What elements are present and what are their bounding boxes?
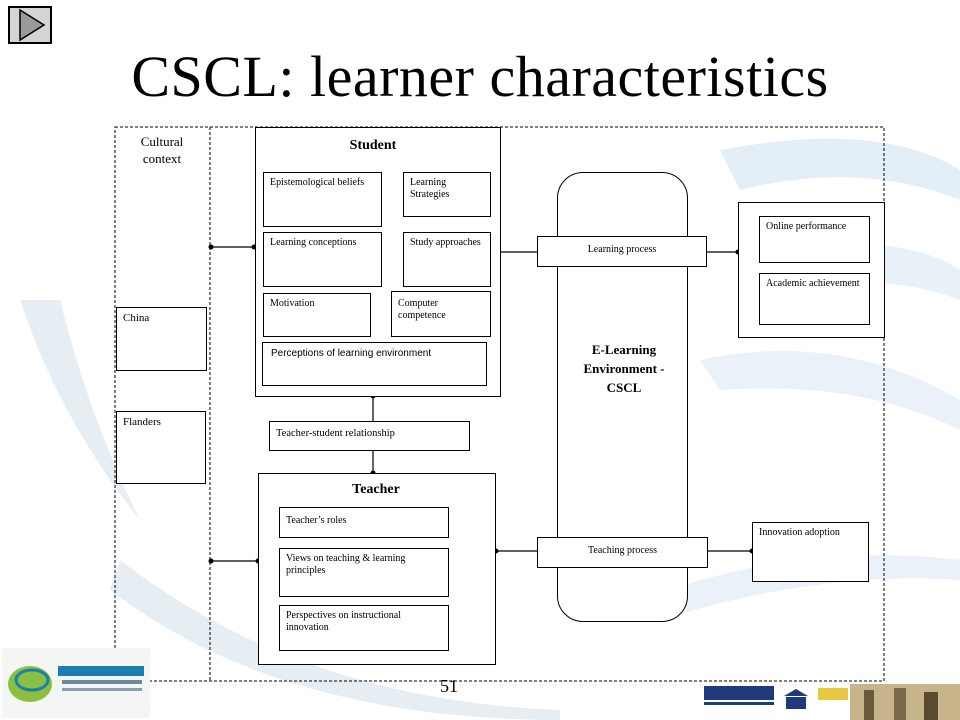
student-item: Learning Strategies: [403, 172, 491, 217]
country-flanders: Flanders: [116, 411, 206, 484]
teacher-student-relationship: Teacher-student relationship: [269, 421, 470, 451]
teacher-item: Views on teaching & learning principles: [279, 548, 449, 597]
student-title: Student: [349, 138, 397, 153]
country-china: China: [116, 307, 207, 371]
student-item: Epistemological beliefs: [263, 172, 382, 227]
slide-title: CSCL: learner characteristics: [131, 44, 829, 109]
student-item: Study approaches: [403, 232, 491, 287]
student-item: Learning conceptions: [263, 232, 382, 287]
page-number: 51: [440, 676, 458, 696]
teacher-item: Teacher’s roles: [279, 507, 449, 538]
cultural-context-label: Cultural context: [140, 134, 184, 166]
outcome-item: Academic achievement: [759, 273, 870, 325]
teacher-item: Perspectives on instructional innovation: [279, 605, 449, 651]
student-item: Motivation: [263, 293, 371, 337]
teacher-title: Teacher: [352, 482, 400, 497]
innovation-adoption: Innovation adoption: [752, 522, 869, 582]
student-item: Computer competence: [391, 291, 491, 337]
play-button[interactable]: [8, 6, 52, 44]
perceptions-box: Perceptions of learning environment: [262, 342, 487, 386]
national-center-logo: [2, 648, 150, 718]
teaching-process: Teaching process: [537, 537, 708, 568]
learning-process: Learning process: [537, 236, 707, 267]
outcome-item: Online performance: [759, 216, 870, 263]
e-learning-label: E-Learning Environment -CSCL: [583, 342, 665, 395]
play-triangle-icon: [19, 8, 46, 42]
ghent-university-logo: [704, 684, 960, 720]
